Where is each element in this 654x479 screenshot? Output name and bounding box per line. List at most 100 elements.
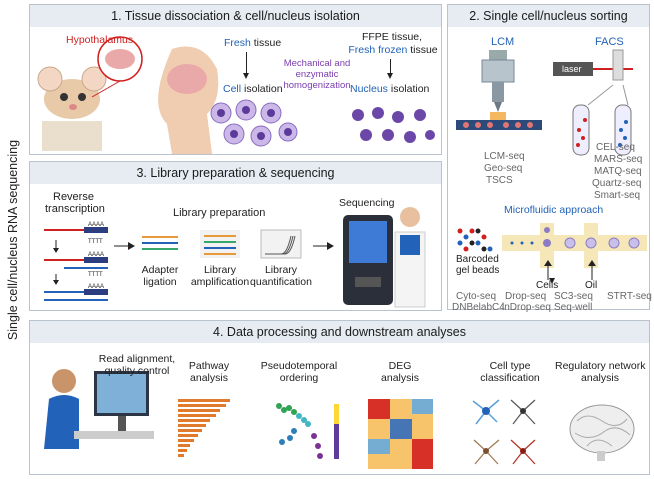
deg-label: DEG	[388, 360, 412, 372]
nucleus-isolation-word: isolation	[390, 83, 430, 95]
reverse-label: Reverse	[53, 191, 94, 203]
facs-methods-1: MARS-seq	[594, 154, 643, 165]
brain-network-icon	[569, 404, 635, 461]
rt-strands-icon	[44, 227, 108, 301]
tttt-2: TTTT	[88, 272, 103, 278]
tissue-word: tissue	[253, 37, 282, 49]
amplification-label: amplification	[190, 276, 250, 288]
ligation-label: ligation	[143, 276, 177, 288]
nucleus-isolation-label: Nucleus isolation	[350, 84, 429, 95]
cell-isolation-label: Cell isolation	[223, 84, 283, 95]
neuron-types-icon	[472, 399, 536, 465]
micro-methods-4: SC3-seq	[554, 291, 593, 302]
cell-isolation-word: isolation	[244, 83, 283, 95]
cells-label: Cells	[536, 280, 559, 291]
panel-4-title: 4. Data processing and downstream analys…	[30, 321, 649, 343]
panel-library-prep: 3. Library preparation & sequencing Reve…	[29, 161, 442, 311]
lcm-methods-0: LCM-seq	[484, 151, 525, 162]
fresh-word: Fresh	[224, 37, 251, 49]
sequencing-label: Sequencing	[339, 197, 395, 209]
ffpe-label: FFPE tissue,	[348, 32, 436, 43]
side-label-text: Single cell/nucleus RNA sequencing	[6, 139, 20, 340]
micro-methods-2: Drop-seq	[505, 291, 547, 302]
aaaa-1: AAAA	[88, 222, 105, 228]
lcm-instrument-icon	[456, 50, 542, 130]
facs-methods-3: Quartz-seq	[592, 178, 642, 189]
fresh-frozen-label: Fresh frozen tissue	[343, 45, 443, 56]
library-prep-label: Library preparation	[173, 207, 266, 219]
panel-tissue-dissociation: 1. Tissue dissociation & cell/nucleus is…	[29, 4, 442, 155]
facs-methods-2: MATQ-seq	[594, 166, 642, 177]
facs-instrument-icon	[553, 49, 633, 156]
analyst-computer-icon	[44, 369, 154, 449]
micro-methods-0: Cyto-seq	[456, 291, 497, 302]
hypothalamus-label: Hypothalamus	[66, 34, 134, 46]
library2-label: Library	[264, 264, 298, 276]
oil-label: Oil	[585, 280, 598, 291]
pathway2-label: analysis	[190, 372, 228, 384]
isolated-cells-icon	[210, 99, 298, 147]
micro-methods-3: inDrop-seq	[502, 302, 551, 313]
fresh-tissue-label: Fresh tissue	[224, 38, 281, 49]
lcm-label: LCM	[491, 36, 515, 48]
regulatory-analysis-label: analysis	[581, 372, 619, 384]
nucleus-word: Nucleus	[350, 83, 388, 95]
sequencer-scientist-icon	[343, 207, 426, 308]
library-label: Library	[203, 264, 237, 276]
micro-methods-5: Seq-well	[554, 302, 593, 313]
ffpe-arrow	[387, 59, 393, 79]
panel-2-title: 2. Single cell/nucleus sorting	[448, 5, 649, 27]
ffpe-word: FFPE tissue,	[361, 31, 423, 43]
mouse-human-illustration	[37, 36, 219, 154]
quality-control-label: quality control	[104, 365, 170, 377]
microfluidic-label: Microfluidic approach	[504, 204, 604, 216]
panel-data-processing: 4. Data processing and downstream analys…	[29, 320, 650, 475]
aaaa-3: AAAA	[88, 284, 105, 290]
facs-methods-0: CEL-seq	[596, 142, 635, 153]
quantification-label: quantification	[250, 276, 312, 288]
flow-arrow-1	[114, 242, 135, 250]
gel-beads-label: gel beads	[456, 265, 500, 276]
fresh-frozen-word: Fresh frozen	[348, 44, 408, 56]
panel-3-title: 3. Library preparation & sequencing	[30, 162, 441, 184]
micro-methods-6: STRT-seq	[607, 291, 652, 302]
adapter-label: Adapter	[141, 264, 179, 276]
deg-analysis-label: analysis	[381, 372, 419, 384]
pathway-label: Pathway	[188, 360, 230, 372]
isolated-nuclei-icon	[352, 107, 435, 143]
fresh-arrow	[243, 52, 249, 79]
library-amplification-icon	[200, 230, 240, 258]
pseudotemporal-label: Pseudotemporal	[260, 360, 338, 372]
panel-1-title: 1. Tissue dissociation & cell/nucleus is…	[30, 5, 441, 27]
lcm-methods-1: Geo-seq	[484, 163, 523, 174]
cell-type-label: Cell type	[489, 360, 531, 372]
ordering-label: ordering	[279, 372, 319, 384]
micro-methods-1: DNBelabC4	[452, 302, 505, 313]
regulatory-label: Regulatory network	[555, 360, 646, 372]
classification-label: classification	[480, 372, 540, 384]
microfluidic-channel-icon	[502, 223, 647, 268]
cells-arrow-icon	[544, 260, 552, 280]
aaaa-2: AAAA	[88, 252, 105, 258]
flow-arrow-2	[313, 242, 334, 250]
oil-arrow-icon	[588, 260, 596, 280]
read-alignment-label: Read alignment,	[98, 353, 176, 365]
lcm-methods-2: TSCS	[486, 175, 513, 186]
adapter-ligation-icon	[142, 236, 178, 250]
facs-label: FACS	[595, 36, 624, 48]
panel-sorting: 2. Single cell/nucleus sorting LCM FACS …	[447, 4, 652, 313]
library-quantification-icon	[260, 229, 302, 259]
transcription-label: transcription	[45, 203, 105, 215]
laser-label: laser	[562, 64, 582, 74]
barcoded-label: Barcoded	[456, 254, 499, 265]
pathway-bar-chart-icon	[178, 399, 230, 457]
barcoded-beads-icon	[457, 228, 493, 252]
tttt-1: TTTT	[88, 239, 103, 245]
side-label: Single cell/nucleus RNA sequencing	[2, 0, 24, 479]
pseudotime-scatter-icon	[276, 403, 339, 459]
frozen-tissue-word: tissue	[410, 44, 438, 56]
cell-word: Cell	[223, 83, 242, 95]
homogenization-label: Mechanical and enzymatic homogenization	[283, 58, 351, 91]
deg-heatmap-icon	[368, 399, 433, 469]
facs-methods-4: Smart-seq	[594, 190, 641, 201]
